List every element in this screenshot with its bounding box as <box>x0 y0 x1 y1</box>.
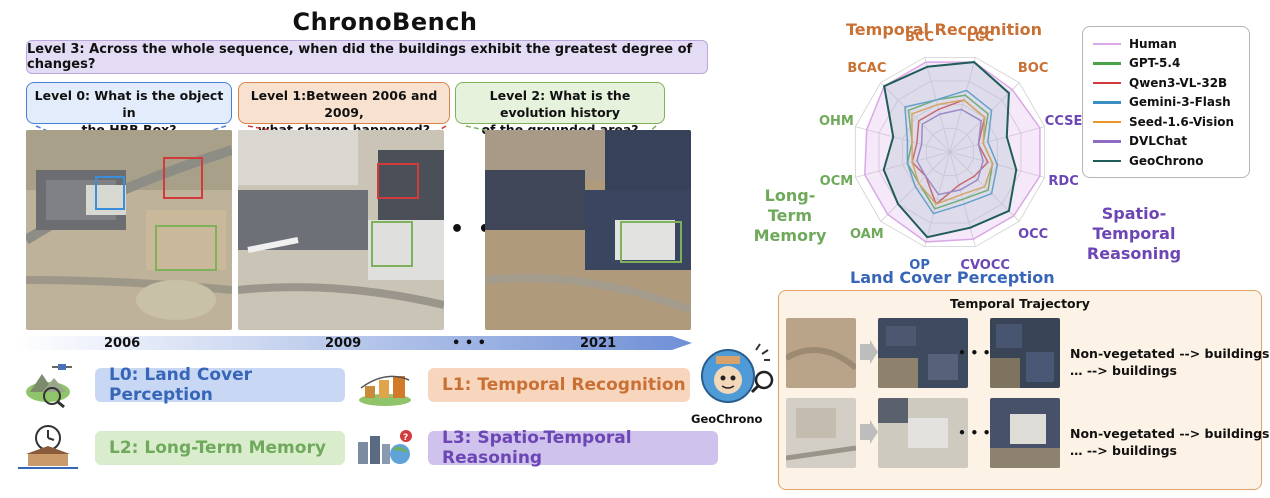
radar-spoke <box>855 126 951 153</box>
radar-group-memory-line2: Memory <box>753 226 827 245</box>
radar-axis-label: BOC <box>1017 60 1049 76</box>
year-2021: 2021 <box>580 336 617 351</box>
trajectory-thumb-r2-c1 <box>786 398 856 468</box>
legend-item: Human <box>1093 34 1239 54</box>
radar-spoke <box>949 57 976 153</box>
trajectory-thumb-r1-c1 <box>786 318 856 388</box>
trajectory-title: Temporal Trajectory <box>950 296 1090 311</box>
trajectory-thumb-r1-c3 <box>990 318 1060 388</box>
trajectory-ellipsis-1: • • • <box>958 345 991 360</box>
legend-label: GPT-5.4 <box>1129 56 1181 71</box>
radar-series-seed-1-6-vision <box>911 99 994 205</box>
trajectory-text-row1-line1: Non-vegetated --> buildings <box>1070 346 1270 361</box>
city-globe-icon: ? <box>358 430 412 464</box>
page-title: ChronoBench <box>292 8 478 36</box>
satellite-landscape-icon <box>26 364 72 408</box>
legend-label: DVLChat <box>1129 134 1188 149</box>
radar-spoke <box>924 151 951 247</box>
legend-label: Qwen3-VL-32B <box>1129 75 1228 90</box>
legend-item: Seed-1.6-Vision <box>1093 112 1239 132</box>
radar-axis-label: OHM <box>818 113 854 129</box>
legend-swatch <box>1093 81 1121 84</box>
legend-item: GPT-5.4 <box>1093 54 1239 74</box>
trajectory-text-row2-line1: Non-vegetated --> buildings <box>1070 426 1270 441</box>
satellite-image-2006 <box>26 130 232 330</box>
trajectory-text-row1-line2: … --> buildings <box>1070 363 1177 378</box>
trajectory-text-row1: Non-vegetated --> buildings … --> buildi… <box>1070 345 1270 379</box>
geochrono-mascot-icon <box>701 343 774 403</box>
radar-group-temporal: Temporal Recognition <box>846 20 1042 39</box>
radar-series-gemini-3-flash <box>904 89 999 215</box>
timeline-ellipsis: • • • <box>452 336 486 351</box>
legend-label: Gemini-3-Flash <box>1129 95 1231 110</box>
legend-label: GeoChrono <box>1129 153 1204 168</box>
radar-axis-label: RDC <box>1048 174 1079 190</box>
radar-axis-label: CVOCC <box>960 257 1010 273</box>
legend-item: Qwen3-VL-32B <box>1093 73 1239 93</box>
radar-spoke <box>855 151 951 178</box>
level1-question-line1: Level 1:Between 2006 and 2009, <box>250 88 438 120</box>
trajectory-thumb-r2-c2 <box>878 398 968 468</box>
level3-question: Level 3: Across the whole sequence, when… <box>26 40 708 74</box>
timeline-arrow <box>16 336 692 350</box>
legend-label: Human <box>1129 36 1177 51</box>
radar-series-dvlchat <box>916 108 984 196</box>
level2-pill: L2: Long-Term Memory <box>95 431 345 465</box>
level0-pill: L0: Land Cover Perception <box>95 365 345 405</box>
radar-axis-label: CCSE <box>1044 113 1083 129</box>
radar-axis-label: BCC <box>905 30 935 46</box>
year-2006: 2006 <box>104 336 141 351</box>
radar-group-memory: Long-Term Memory <box>745 186 835 246</box>
level0-question-line1: Level 0: What is the object in <box>34 88 224 120</box>
arrow-icon <box>860 420 878 444</box>
legend-item: Gemini-3-Flash <box>1093 93 1239 113</box>
trajectory-thumb-r2-c3 <box>990 398 1060 468</box>
legend-swatch <box>1093 120 1121 123</box>
trajectory-thumb-r1-c2 <box>878 318 968 388</box>
radar-series-human <box>864 61 1041 243</box>
radar-series-geochrono <box>882 61 1018 239</box>
city-growth-icon <box>359 375 411 406</box>
radar-spoke <box>949 126 1045 153</box>
trajectory-ellipsis-2: • • • <box>958 425 991 440</box>
radar-axis-label: OCC <box>1018 227 1049 243</box>
radar-group-spatio: Spatio-Temporal Reasoning <box>1064 204 1204 264</box>
legend-label: Seed-1.6-Vision <box>1129 114 1235 129</box>
level0-question: Level 0: What is the object in the HBB B… <box>26 82 232 137</box>
radar-axis-label: BCAC <box>847 60 887 76</box>
radar-axis-label: OCM <box>819 174 854 190</box>
radar-spoke <box>880 82 951 153</box>
satellite-image-2009 <box>238 130 444 330</box>
year-2009: 2009 <box>325 336 362 351</box>
arrow-icon <box>860 340 878 364</box>
legend-swatch <box>1093 42 1121 45</box>
radar-axis-label: LCC <box>966 30 995 46</box>
radar-group-memory-line1: Long-Term <box>764 186 816 225</box>
radar-group-spatio-line1: Spatio-Temporal <box>1092 204 1176 243</box>
trajectory-text-row2-line2: … --> buildings <box>1070 443 1177 458</box>
geochrono-label: GeoChrono <box>691 412 763 426</box>
radar-group-land-cover: Land Cover Perception <box>850 268 1055 287</box>
legend-item: GeoChrono <box>1093 151 1239 171</box>
svg-text:?: ? <box>403 433 408 443</box>
radar-axis-label: OAM <box>849 227 884 243</box>
trajectory-text-row2: Non-vegetated --> buildings … --> buildi… <box>1070 425 1270 459</box>
radar-chart <box>854 56 1046 248</box>
level3-pill: L3: Spatio-Temporal Reasoning <box>428 428 718 468</box>
level2-question-line1: Level 2: What is the evolution history <box>489 88 631 120</box>
radar-axis-label: OP <box>909 257 930 273</box>
level1-pill: L1: Temporal Recognition <box>428 368 690 402</box>
satellite-image-2021 <box>485 130 691 330</box>
radar-group-spatio-line2: Reasoning <box>1086 244 1182 263</box>
legend-swatch <box>1093 159 1121 162</box>
level2-question: Level 2: What is the evolution history o… <box>455 82 665 137</box>
legend-swatch <box>1093 101 1121 104</box>
legend-swatch <box>1093 62 1121 65</box>
clock-house-icon <box>18 425 78 469</box>
level1-question: Level 1:Between 2006 and 2009, what chan… <box>238 82 450 137</box>
legend-item: DVLChat <box>1093 132 1239 152</box>
legend-swatch <box>1093 140 1121 143</box>
